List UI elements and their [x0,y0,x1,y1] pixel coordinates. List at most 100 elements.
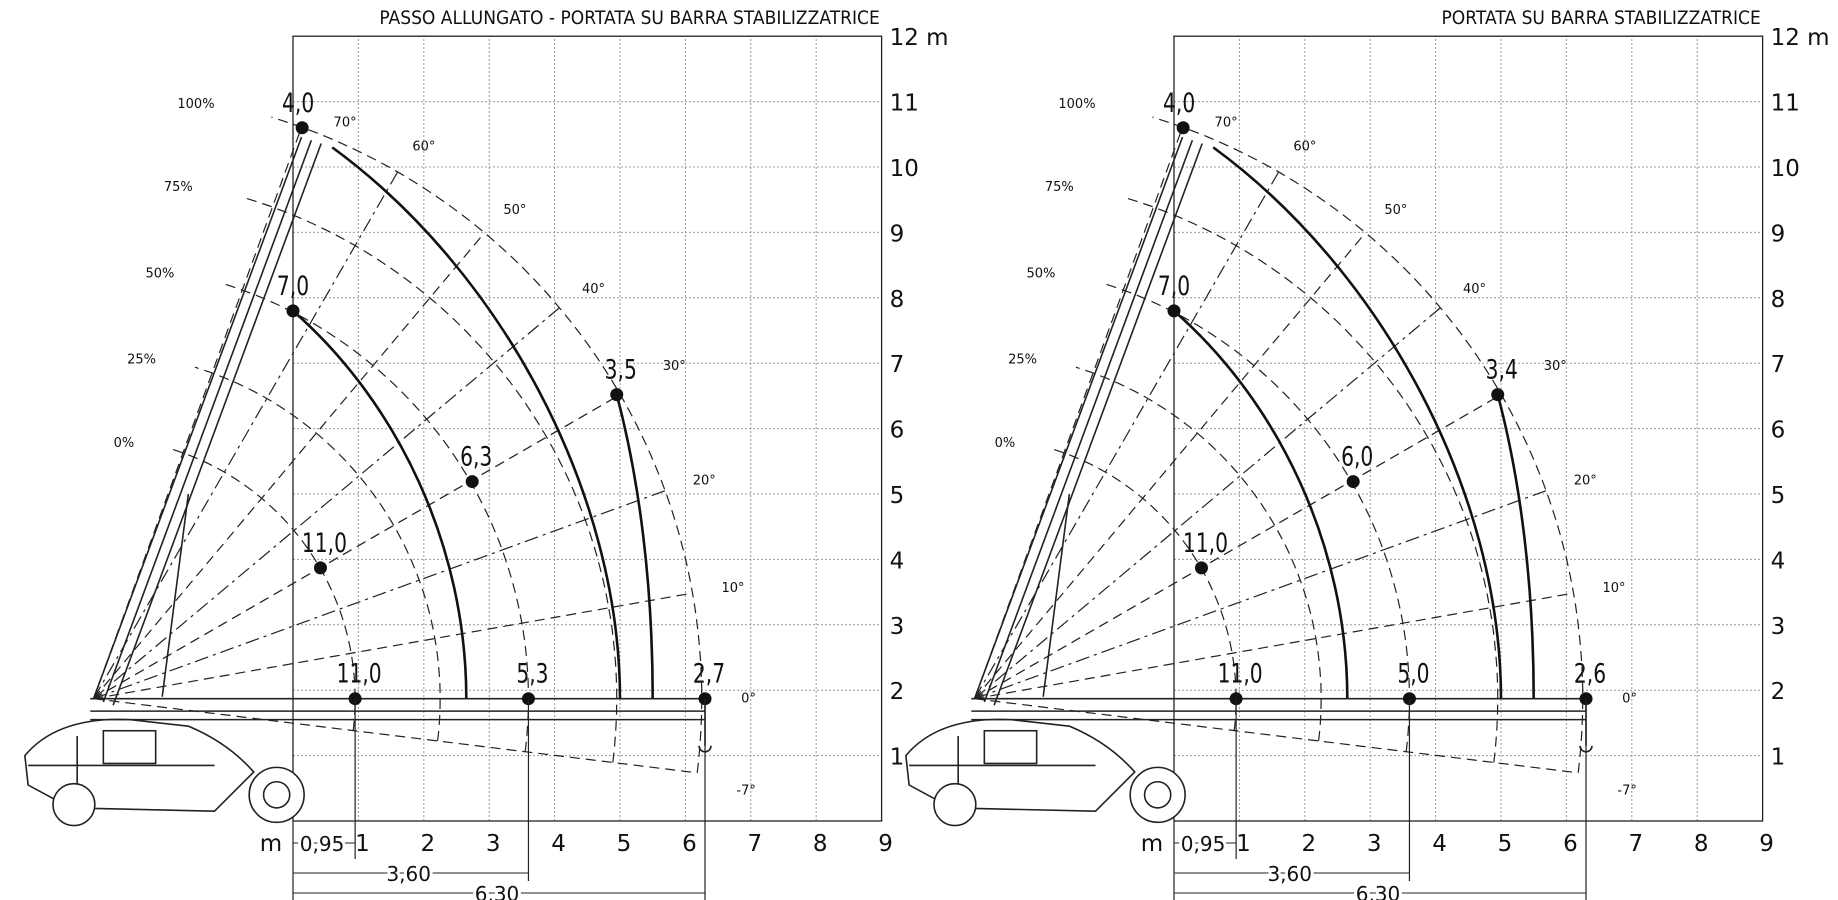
load-value-label: 2,7 [693,658,725,690]
extension-label: 75% [164,180,193,195]
load-value-label: 11,0 [1183,527,1228,559]
angle-label: 20° [1574,474,1597,489]
y-tick-label: 7 [1771,352,1786,378]
load-value-label: 4,0 [1163,87,1195,119]
x-tick-label: 8 [813,831,828,857]
crane-vehicle [24,136,712,827]
angle-label: -7° [1617,783,1636,798]
boom-cylinder [161,493,190,697]
raised-boom-rail [92,136,303,699]
load-chart-1: PASSO ALLUNGATO - PORTATA SU BARRA STABI… [24,7,949,900]
load-value-label: 3,5 [605,354,637,386]
y-tick-label: 11 [890,91,919,117]
angle-ray [93,171,399,700]
y-tick-label: 11 [1771,91,1800,117]
y-tick-label: 3 [890,614,905,640]
x-tick-label: 9 [878,831,893,857]
y-tick-label: 7 [890,352,905,378]
extension-label: 0% [995,436,1016,451]
angle-label: 0° [1622,692,1637,707]
chart-title: PASSO ALLUNGATO - PORTATA SU BARRA STABI… [379,7,879,29]
angle-label: 70° [1215,115,1238,130]
angle-ray [974,490,1547,700]
extension-arc [1152,116,1584,773]
extension-label: 25% [1008,353,1037,368]
extension-arc [169,447,356,731]
x-tick-label: 1 [1236,831,1251,857]
load-value-label: 6,0 [1341,441,1373,473]
wheel-hub-icon [262,780,291,809]
load-point [1194,561,1208,575]
wheel-hub-icon [1143,780,1172,809]
y-tick-label: 6 [890,418,905,444]
y-tick-label: 1 [1771,745,1786,771]
extension-label: 100% [177,97,214,112]
dimension-label: 3,60 [1267,862,1312,886]
load-point [1176,121,1190,135]
load-point [313,561,327,575]
dimension-label: 6,30 [475,882,520,900]
load-curve [1212,146,1503,699]
angle-label: 0° [741,692,756,707]
extension-label: 100% [1058,97,1095,112]
angle-label: 30° [663,359,686,374]
load-point [1491,388,1505,402]
load-point [610,388,624,402]
x-tick-label: 2 [1301,831,1316,857]
angle-ray [93,592,693,700]
rear-wheel-icon [933,782,977,827]
angle-ray [93,490,666,700]
angle-ray [974,592,1574,700]
vehicle-window [983,729,1038,765]
y-tick-label: 8 [890,287,905,313]
load-value-label: 11,0 [1218,658,1263,690]
load-value-label: 3,4 [1486,354,1518,386]
y-tick-label: 5 [890,483,905,509]
dimension-label: 6,30 [1356,882,1401,900]
chart-frame [1173,35,1764,822]
load-value-label: 11,0 [302,527,347,559]
extension-arc [220,282,529,752]
y-tick-label: 10 [1771,156,1800,182]
y-tick-label: 3 [1771,614,1786,640]
load-value-label: 7,0 [1158,270,1190,302]
y-tick-label: 8 [1771,287,1786,313]
raised-boom-rail [973,136,1184,699]
y-tick-label: 9 [890,221,905,247]
angle-ray [93,307,560,700]
angle-label: 40° [582,282,605,297]
x-unit-label: m [1141,831,1163,857]
angle-label: 30° [1544,359,1567,374]
x-tick-label: 9 [1759,831,1774,857]
angle-ray [974,307,1441,700]
load-curve [292,309,468,699]
load-curve [615,394,654,699]
angle-label: 60° [412,139,435,154]
angle-label: 10° [1602,581,1625,596]
x-tick-label: 2 [420,831,435,857]
extension-arc [1050,447,1237,731]
y-tick-label: 4 [1771,548,1786,574]
angle-label: 20° [693,474,716,489]
extension-arc [246,197,618,763]
boom-cylinder [1042,493,1071,697]
extension-arc [1075,366,1322,741]
load-value-label: 7,0 [277,270,309,302]
x-tick-label: 3 [486,831,501,857]
raised-boom-rail [993,143,1203,706]
angle-label: 60° [1293,139,1316,154]
y-tick-label: 2 [890,679,905,705]
angle-label: 40° [1463,282,1486,297]
load-value-label: 2,6 [1574,658,1606,690]
load-point [286,304,300,318]
x-tick-label: 4 [1432,831,1447,857]
x-tick-label: 7 [1628,831,1643,857]
vehicle-window [102,729,157,765]
crane-vehicle [905,136,1593,827]
rear-wheel-icon [52,782,96,827]
angle-ray [974,171,1280,700]
angle-ray [93,394,621,700]
angle-label: 10° [721,581,744,596]
dimension-label: 0,95 [300,832,345,856]
angle-ray [93,232,485,700]
